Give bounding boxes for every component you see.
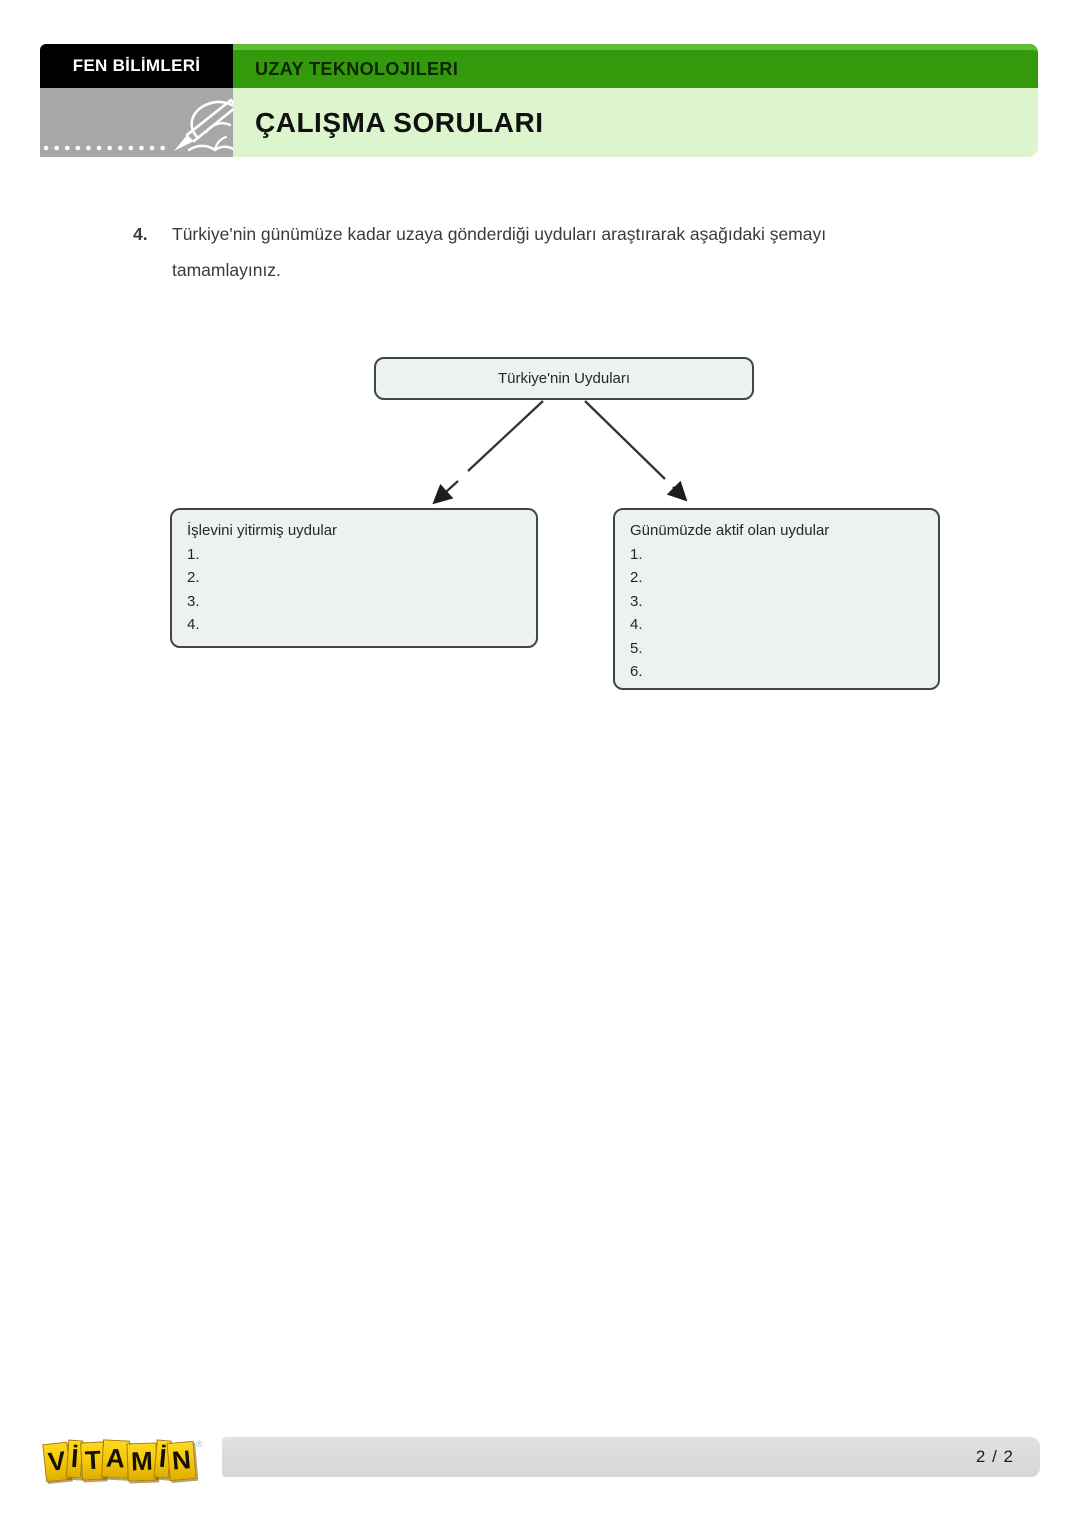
registered-mark: ® bbox=[195, 1439, 203, 1449]
list-item: 1. bbox=[630, 545, 643, 563]
subject-label: FEN BİLİMLERİ bbox=[40, 44, 233, 88]
logo-letter: N bbox=[166, 1440, 197, 1482]
list-item: 3. bbox=[630, 592, 643, 610]
question-text: Türkiye'nin günümüze kadar uzaya gönderd… bbox=[172, 216, 826, 288]
worksheet-header: FEN BİLİMLERİ UZAY TEKNOLOJILERI ÇALIŞMA… bbox=[40, 44, 1038, 157]
list-item: 1. bbox=[187, 545, 200, 563]
page-indicator: 2 / 2 bbox=[975, 1447, 1014, 1466]
list-item: 2. bbox=[187, 569, 200, 586]
list-item: 3. bbox=[187, 592, 200, 610]
writing-hand-icon bbox=[40, 88, 233, 157]
vitamin-logo: V İ T A M İ N ® bbox=[42, 1439, 203, 1483]
question-4: 4. Türkiye'nin günümüze kadar uzaya gönd… bbox=[133, 216, 826, 288]
defunct-satellites-node: İşlevini yitirmiş uydular 1. 2. 3. 4. bbox=[170, 508, 538, 648]
question-text-line1: Türkiye'nin günümüze kadar uzaya gönderd… bbox=[172, 224, 827, 244]
defunct-satellites-title: İşlevini yitirmiş uydular bbox=[187, 522, 338, 539]
worksheet-title: ÇALIŞMA SORULARI bbox=[233, 88, 1038, 157]
active-satellites-node: Günümüzde aktif olan uydular 1. 2. 3. 4.… bbox=[613, 508, 940, 690]
list-item: 4. bbox=[630, 616, 643, 633]
list-item: 2. bbox=[630, 569, 643, 586]
topic-label: UZAY TEKNOLOJILERI bbox=[233, 44, 1038, 88]
footer-bar: 2 / 2 bbox=[222, 1437, 1040, 1477]
root-node-label: Türkiye'nin Uyduları bbox=[497, 370, 631, 387]
active-satellites-title: Günümüzde aktif olan uydular bbox=[630, 522, 830, 539]
question-text-line2: tamamlayınız. bbox=[172, 260, 281, 280]
root-node: Türkiye'nin Uyduları bbox=[374, 357, 754, 400]
question-number: 4. bbox=[133, 224, 148, 244]
list-item: 6. bbox=[630, 663, 643, 680]
list-item: 4. bbox=[187, 616, 200, 633]
list-item: 5. bbox=[630, 639, 643, 657]
